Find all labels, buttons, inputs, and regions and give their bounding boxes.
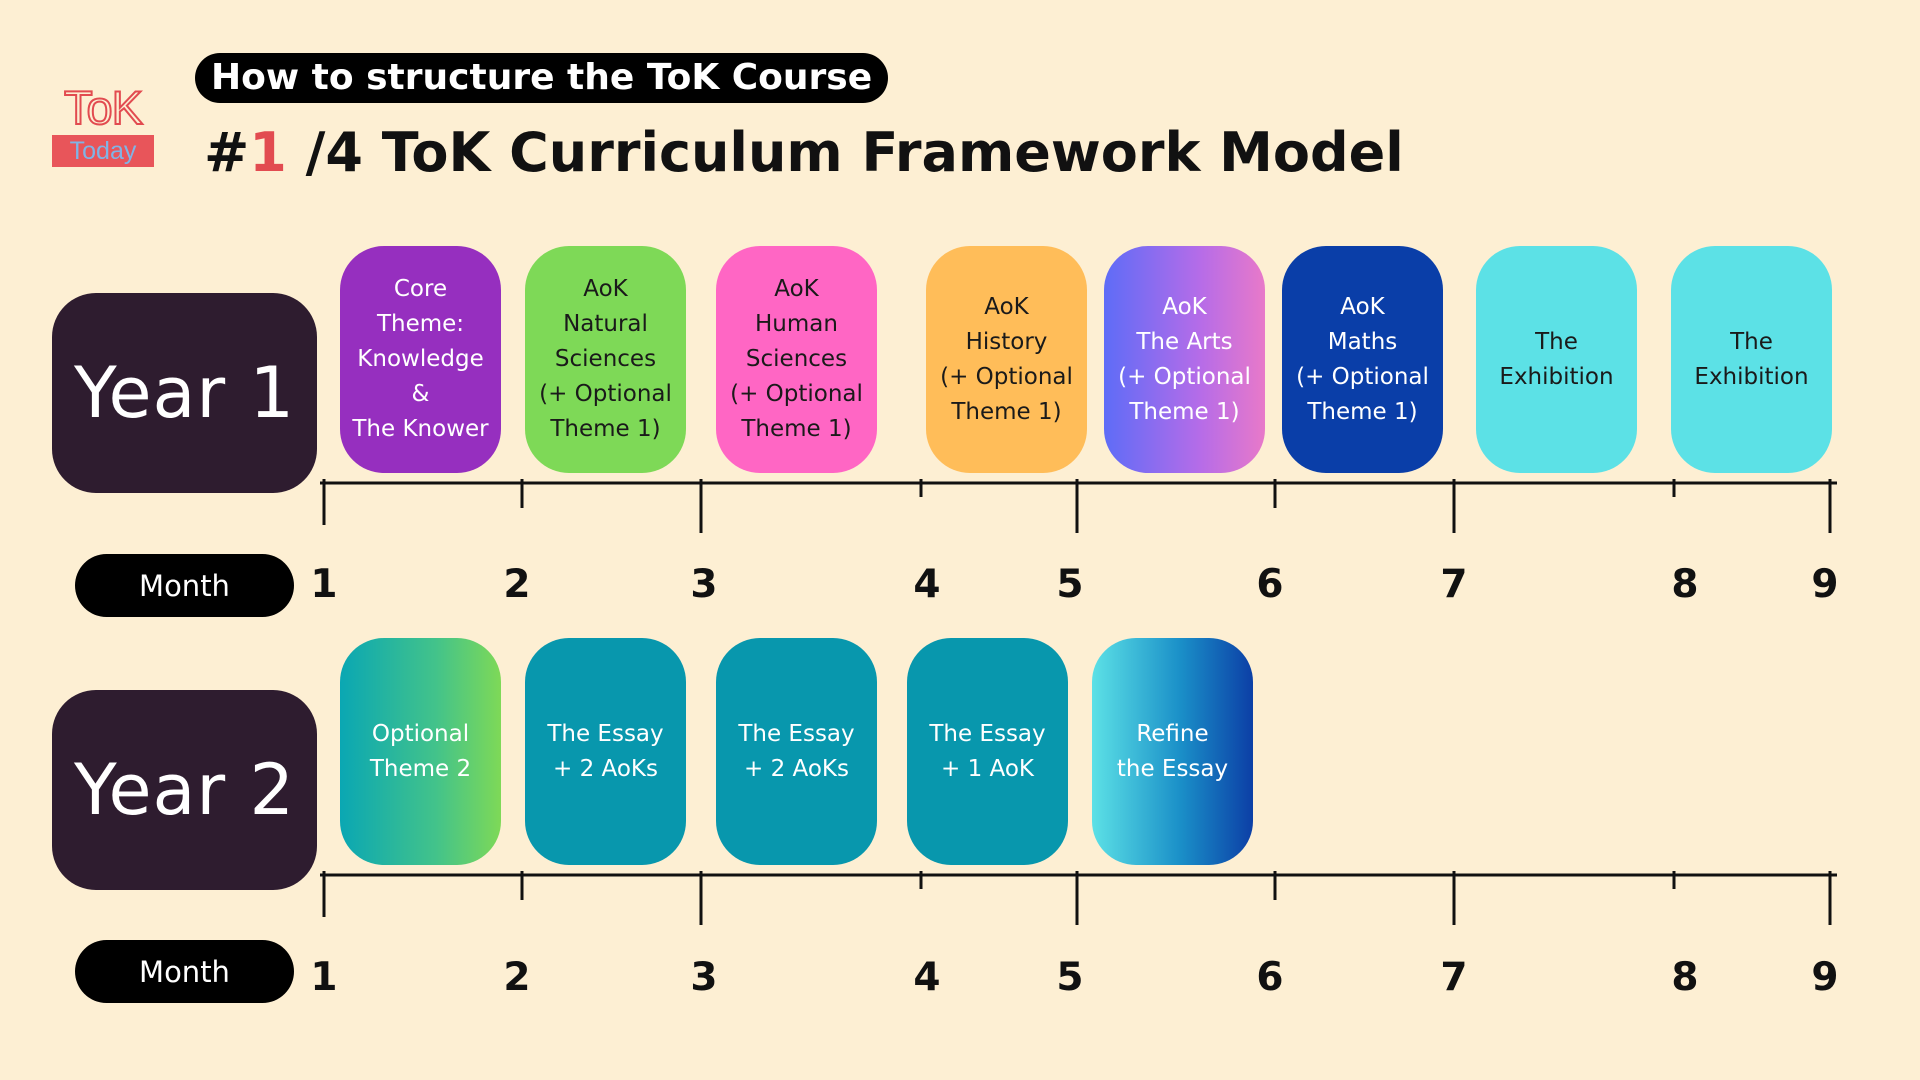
title-number: 1: [249, 121, 287, 184]
year-1-card-natural-sciences: AoK Natural Sciences (+ Optional Theme 1…: [525, 246, 686, 473]
year-1-card-exhibition-b: The Exhibition: [1671, 246, 1832, 473]
year-1-month-3: 3: [690, 562, 718, 607]
header-kicker: How to structure the ToK Course: [195, 53, 889, 103]
year-2-month-label: Month: [75, 940, 294, 1003]
year-2-month-7: 7: [1440, 955, 1468, 1000]
year-2-month-5: 5: [1056, 955, 1084, 1000]
year-1-month-label: Month: [75, 554, 294, 617]
year-1-month-8: 8: [1671, 562, 1699, 607]
year-1-label: Year 1: [52, 293, 317, 493]
year-2-card-essay-2-aoks-a: The Essay + 2 AoKs: [525, 638, 686, 865]
year-1-card-human-sciences: AoK Human Sciences (+ Optional Theme 1): [716, 246, 877, 473]
logo-today-text: Today: [52, 135, 154, 167]
year-2-card-essay-2-aoks-b: The Essay + 2 AoKs: [716, 638, 877, 865]
year-1-card-maths: AoK Maths (+ Optional Theme 1): [1282, 246, 1443, 473]
title-rest: /4 ToK Curriculum Framework Model: [286, 121, 1404, 184]
year-2-label: Year 2: [52, 690, 317, 890]
year-1-month-5: 5: [1056, 562, 1084, 607]
title-prefix: #: [204, 121, 250, 184]
year-1-timeline: [320, 479, 1837, 533]
tok-today-logo: ToK Today: [52, 81, 154, 174]
year-2-month-9: 9: [1811, 955, 1839, 1000]
year-1-month-4: 4: [913, 562, 941, 607]
year-2-month-2: 2: [503, 955, 531, 1000]
year-1-month-9: 9: [1811, 562, 1839, 607]
year-1-card-the-arts: AoK The Arts (+ Optional Theme 1): [1104, 246, 1265, 473]
year-1-card-core-theme: Core Theme: Knowledge & The Knower: [340, 246, 501, 473]
year-2-card-refine-essay: Refine the Essay: [1092, 638, 1253, 865]
year-1-card-history: AoK History (+ Optional Theme 1): [926, 246, 1087, 473]
page-title: #1 /4 ToK Curriculum Framework Model: [204, 118, 1404, 188]
year-1-month-2: 2: [503, 562, 531, 607]
year-1-month-7: 7: [1440, 562, 1468, 607]
year-2-card-optional-theme-2: Optional Theme 2: [340, 638, 501, 865]
year-2-month-8: 8: [1671, 955, 1699, 1000]
logo-tok-text: ToK: [63, 81, 144, 135]
year-2-month-3: 3: [690, 955, 718, 1000]
year-2-month-4: 4: [913, 955, 941, 1000]
year-2-month-6: 6: [1256, 955, 1284, 1000]
year-1-month-1: 1: [310, 562, 338, 607]
year-2-month-1: 1: [310, 955, 338, 1000]
year-1-month-6: 6: [1256, 562, 1284, 607]
year-2-card-essay-1-aok: The Essay + 1 AoK: [907, 638, 1068, 865]
year-1-card-exhibition-a: The Exhibition: [1476, 246, 1637, 473]
year-2-timeline: [320, 871, 1837, 925]
